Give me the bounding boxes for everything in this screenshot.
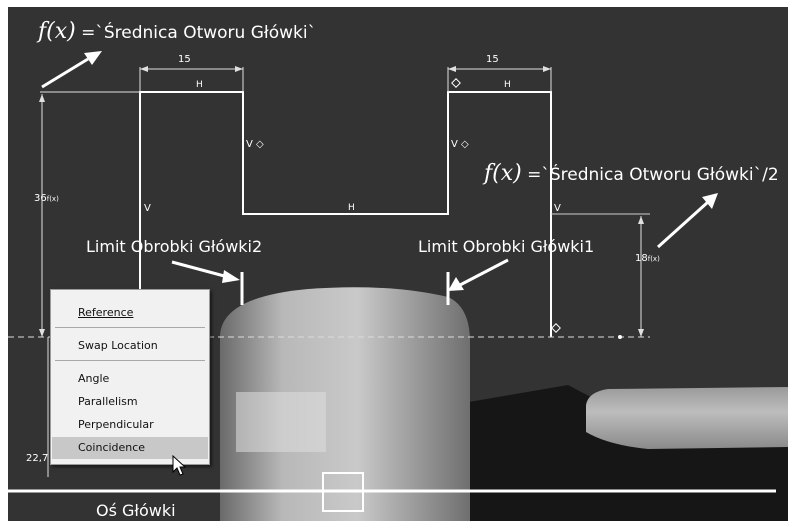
dark-flange-shape [463,385,788,521]
formula-small-icon: f(x) [46,195,59,203]
constraint-horizontal[interactable]: H [504,80,511,90]
dimension-value: 18 [635,253,648,264]
part-highlight [236,392,326,452]
constraint-vertical[interactable]: V ◇ [451,139,469,150]
axis-label: Oś Główki [96,501,176,520]
menu-item-swap-location[interactable]: Swap Location [52,335,208,357]
point-marker [618,335,622,339]
menu-item-parallelism[interactable]: Parallelism [52,391,208,413]
constraint-horizontal[interactable]: H [348,203,355,213]
limit-label-2: Limit Obrobki Główki2 [86,237,263,256]
menu-item-label: Reference [78,306,134,319]
menu-item-label: Coincidence [78,441,146,454]
context-menu: Reference Swap Location Angle Parallelis… [50,289,210,465]
formula-text: =`Średnica Otworu Główki` [81,23,317,43]
sketch-profile [139,91,552,337]
mouse-cursor-icon [172,455,187,476]
formula-text: =`Średnica Otworu Główki`/2 [527,165,779,185]
formula-label-1: f(x) =`Średnica Otworu Główki` [38,19,316,44]
menu-item-coincidence[interactable]: Coincidence [52,437,208,459]
constraint-vertical[interactable]: V ◇ [246,139,264,150]
menu-item-label: Angle [78,372,110,385]
dimension-value: 36 [34,193,47,204]
axis-selection-box [322,472,364,512]
formula-label-2: f(x) =`Średnica Otworu Główki`/2 [484,161,779,186]
dimension-lines [40,67,642,477]
menu-item-label: Parallelism [78,395,138,408]
menu-item-angle[interactable]: Angle [52,368,208,390]
menu-item-label: Swap Location [78,339,158,352]
dimension-bottom-partial[interactable]: 22,7 [26,453,49,464]
dimension-width-right[interactable]: 15 [486,54,499,65]
cad-viewport[interactable]: f(x) =`Średnica Otworu Główki` f(x) =`Śr… [8,7,788,521]
constraint-vertical[interactable]: V [144,203,151,214]
constraint-vertical[interactable]: V [554,203,561,214]
constraint-horizontal[interactable]: H [196,80,203,90]
menu-separator [55,360,205,361]
menu-item-label: Perpendicular [78,418,154,431]
dimension-height-left[interactable]: 36f(x) [34,193,59,204]
limit-label-1: Limit Obrobki Główki1 [418,237,595,256]
annotation-arrows [41,57,710,287]
annotation-arrowheads [84,51,718,291]
menu-item-perpendicular[interactable]: Perpendicular [52,414,208,436]
origin-marker [451,78,461,88]
formula-icon: f(x) [484,161,522,186]
dimension-height-right[interactable]: 18f(x) [635,253,660,264]
shaded-part-cylinder [220,287,470,521]
sketch-canvas[interactable] [8,7,788,521]
formula-icon: f(x) [38,19,76,44]
dimension-arrows [39,66,644,337]
menu-item-reference[interactable]: Reference [52,302,208,324]
menu-separator [55,327,205,328]
dimension-width-left[interactable]: 15 [178,54,191,65]
formula-small-icon: f(x) [647,255,660,263]
right-block-shape [586,387,788,449]
coincidence-marker [551,323,561,333]
